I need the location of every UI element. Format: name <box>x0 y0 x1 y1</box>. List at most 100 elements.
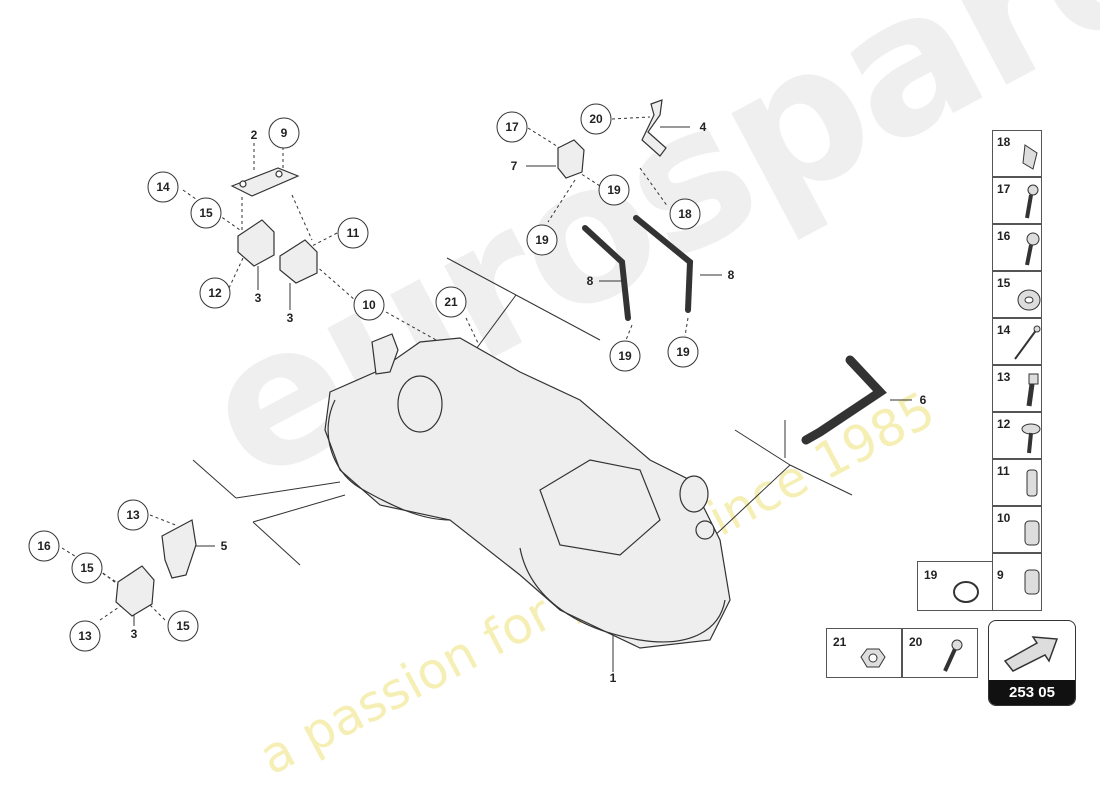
callout-19[interactable]: 19 <box>526 224 558 256</box>
bracket-lower <box>161 519 197 579</box>
legend-cell-15[interactable]: 15 <box>992 271 1042 318</box>
hose-left <box>582 225 631 321</box>
label-4: 4 <box>700 120 707 134</box>
rubber-mount-right <box>279 239 318 284</box>
legend-cell-9[interactable]: 9 <box>992 553 1042 611</box>
bracket-upper <box>641 99 667 157</box>
legend-cell-13[interactable]: 13 <box>992 365 1042 412</box>
next-page-button[interactable]: 253 05 <box>988 620 1076 706</box>
label-1: 1 <box>610 671 617 685</box>
callout-18[interactable]: 18 <box>669 198 701 230</box>
silencer-pipe-bottom <box>519 547 726 643</box>
callout-15[interactable]: 15 <box>190 197 222 229</box>
arrow-right-icon <box>1003 636 1059 672</box>
callout-19[interactable]: 19 <box>667 336 699 368</box>
callout-9[interactable]: 9 <box>268 117 300 149</box>
callout-11[interactable]: 11 <box>337 217 369 249</box>
label-3: 3 <box>255 291 262 305</box>
screw-icon <box>943 639 963 672</box>
label-3: 3 <box>287 311 294 325</box>
svg-text:19: 19 <box>618 349 632 363</box>
label-8: 8 <box>587 274 594 288</box>
silencer-body <box>324 337 731 649</box>
hose-bend <box>801 355 887 445</box>
clamp <box>695 520 715 540</box>
svg-text:20: 20 <box>589 112 603 126</box>
svg-text:13: 13 <box>78 629 92 643</box>
svg-text:19: 19 <box>535 233 549 247</box>
washer-icon <box>1017 289 1041 311</box>
callout-17[interactable]: 17 <box>496 111 528 143</box>
svg-text:13: 13 <box>126 508 140 522</box>
outlet-pipe <box>679 475 709 513</box>
legend-cell-12[interactable]: 12 <box>992 412 1042 459</box>
svg-text:9: 9 <box>281 126 288 140</box>
label-7: 7 <box>511 159 518 173</box>
callout-21[interactable]: 21 <box>435 286 467 318</box>
label-5: 5 <box>221 539 228 553</box>
legend-cell-18[interactable]: 18 <box>992 130 1042 177</box>
plain-labels: 2 3 3 7 4 8 8 6 5 3 1 <box>131 120 927 685</box>
callout-14[interactable]: 14 <box>147 171 179 203</box>
sensor-unit <box>557 139 585 179</box>
rubber-mount-left <box>237 219 275 267</box>
svg-text:15: 15 <box>80 561 94 575</box>
svg-text:14: 14 <box>156 180 170 194</box>
clip-icon <box>1022 144 1038 170</box>
label-8: 8 <box>728 268 735 282</box>
legend-cell-20[interactable]: 20 <box>902 628 978 678</box>
svg-text:21: 21 <box>444 295 458 309</box>
callout-15[interactable]: 15 <box>71 552 103 584</box>
label-6: 6 <box>920 393 927 407</box>
svg-text:19: 19 <box>676 345 690 359</box>
callout-12[interactable]: 12 <box>199 277 231 309</box>
rubber-mount-lower <box>115 565 155 617</box>
spacer-icon <box>1024 569 1040 595</box>
nut-icon <box>860 648 886 668</box>
callout-13[interactable]: 13 <box>69 620 101 652</box>
long-bolt-icon <box>1014 325 1041 360</box>
callout-19[interactable]: 19 <box>598 174 630 206</box>
callout-10[interactable]: 10 <box>353 289 385 321</box>
legend-cell-11[interactable]: 11 <box>992 459 1042 506</box>
svg-text:18: 18 <box>678 207 692 221</box>
legend-cell-21[interactable]: 21 <box>826 628 902 678</box>
collar-bolt-icon <box>1021 423 1041 454</box>
svg-text:15: 15 <box>176 619 190 633</box>
label-2: 2 <box>251 128 258 142</box>
legend-cell-10[interactable]: 10 <box>992 506 1042 553</box>
sleeve-icon <box>1024 520 1040 546</box>
svg-text:10: 10 <box>362 298 376 312</box>
page-code: 253 05 <box>989 680 1075 705</box>
svg-text:16: 16 <box>37 539 51 553</box>
svg-text:11: 11 <box>347 226 360 240</box>
callout-15[interactable]: 15 <box>167 610 199 642</box>
silencer-catalyst <box>539 459 661 556</box>
stud-icon <box>1026 469 1038 497</box>
legend-cell-17[interactable]: 17 <box>992 177 1042 224</box>
parts <box>115 99 887 649</box>
svg-text:12: 12 <box>208 286 222 300</box>
socket-bolt-icon <box>1026 373 1039 407</box>
label-3: 3 <box>131 627 138 641</box>
svg-text:15: 15 <box>199 206 213 220</box>
hose-right <box>633 215 694 313</box>
callout-16[interactable]: 16 <box>28 530 60 562</box>
legend-cell-14[interactable]: 14 <box>992 318 1042 365</box>
legend-cell-16[interactable]: 16 <box>992 224 1042 271</box>
flange-bolt-icon <box>1025 232 1040 266</box>
hose-clamp-icon <box>953 581 979 603</box>
inlet-flange <box>397 375 443 433</box>
silencer-pipe-left <box>327 399 451 521</box>
callouts: 9 14 15 11 12 10 21 17 20 19 19 18 19 19… <box>28 103 701 652</box>
callout-19[interactable]: 19 <box>609 340 641 372</box>
svg-text:17: 17 <box>505 120 519 134</box>
bolt-icon <box>1025 184 1039 219</box>
sensor-port <box>371 333 399 375</box>
callout-13[interactable]: 13 <box>117 499 149 531</box>
svg-text:19: 19 <box>607 183 621 197</box>
legend-cell-19[interactable]: 19 <box>917 561 993 611</box>
callout-20[interactable]: 20 <box>580 103 612 135</box>
